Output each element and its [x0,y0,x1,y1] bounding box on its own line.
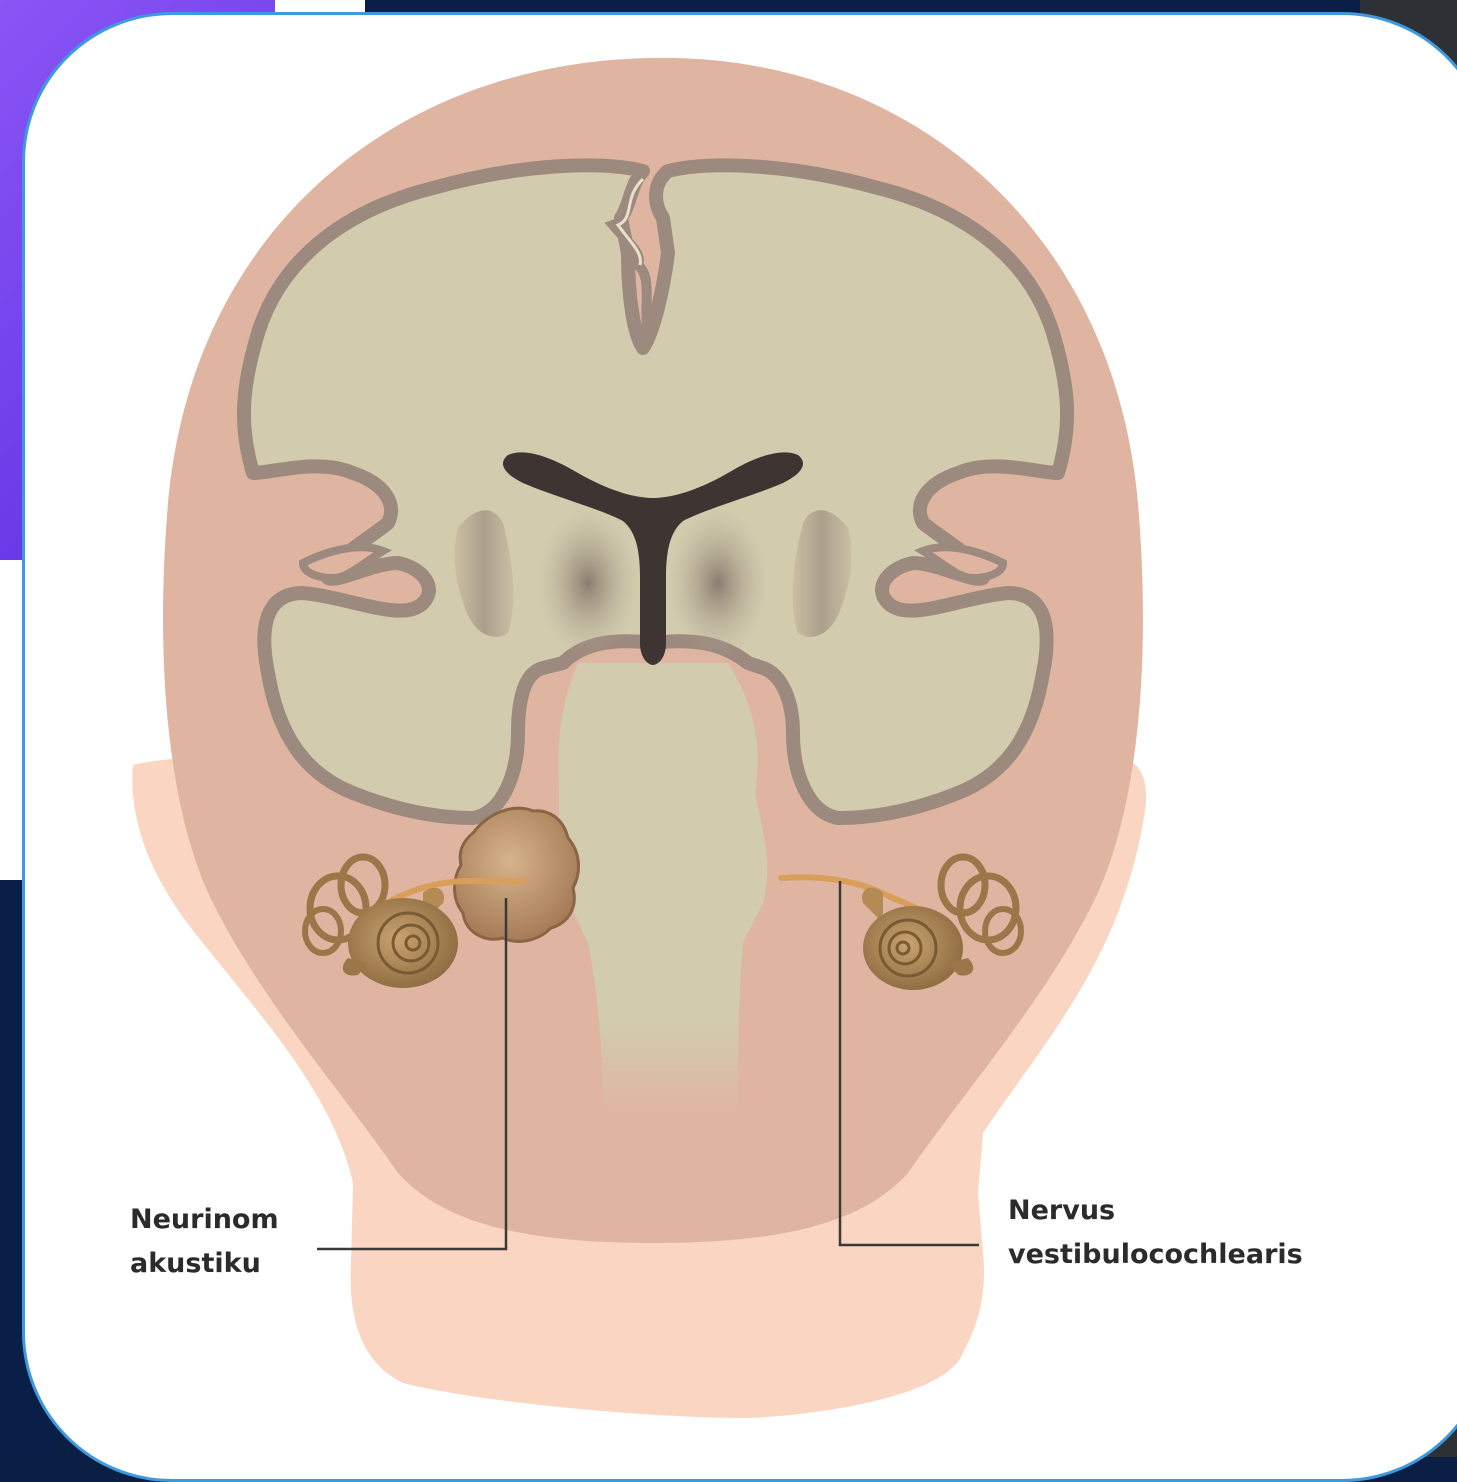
left-basal-ganglia [538,508,638,658]
label-vestibulocochlear-nerve-line2: vestibulocochlearis [1008,1233,1303,1277]
label-acoustic-neuroma: Neurinom akustiku [130,1198,279,1286]
label-acoustic-neuroma-line1: Neurinom [130,1198,279,1242]
right-basal-ganglia [668,508,768,658]
label-vestibulocochlear-nerve-line1: Nervus [1008,1189,1303,1233]
label-acoustic-neuroma-line2: akustiku [130,1242,279,1286]
label-vestibulocochlear-nerve: Nervus vestibulocochlearis [1008,1189,1303,1277]
